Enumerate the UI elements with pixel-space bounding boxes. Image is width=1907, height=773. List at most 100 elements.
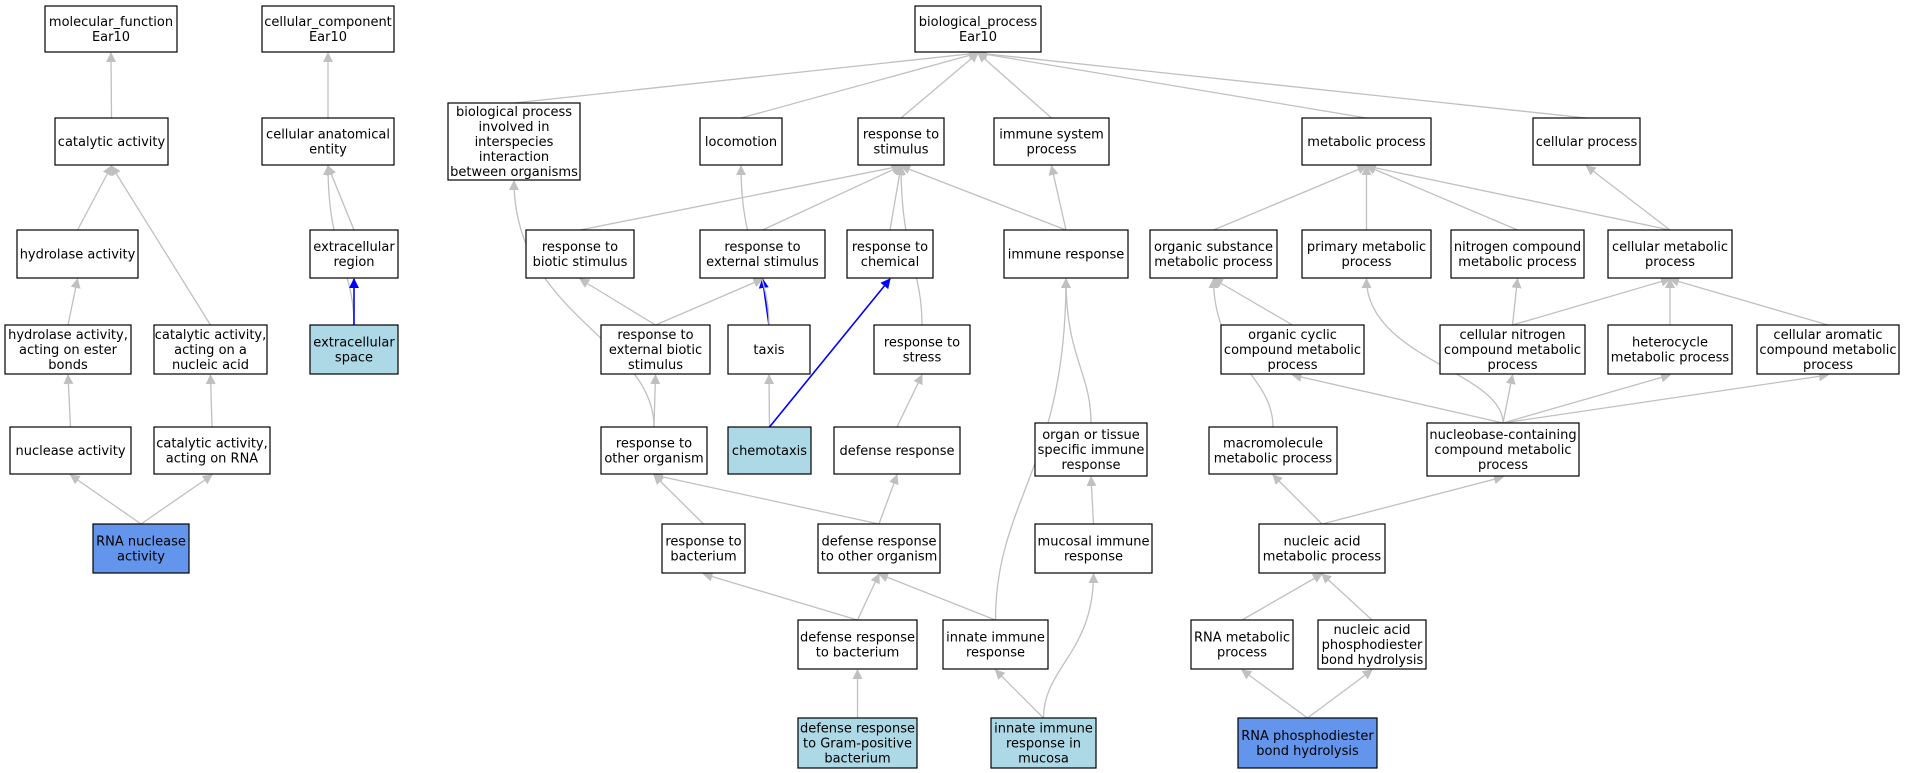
- node-box: [1426, 422, 1580, 477]
- node-catalytic[interactable]: catalytic activity: [54, 117, 169, 166]
- node-box: [914, 5, 1042, 53]
- node-box: [153, 324, 268, 375]
- node-label-line: response in: [1006, 737, 1081, 752]
- node-label-line: Ear10: [92, 30, 130, 45]
- node-label-line: nucleic acid: [1333, 623, 1410, 638]
- edge-defense_other_org-to-resp_other_org: [653, 472, 880, 525]
- node-label-line: molecular_function: [49, 15, 173, 30]
- node-label-line: metabolic process: [1214, 452, 1333, 467]
- node-label-line: cellular metabolic: [1612, 240, 1728, 255]
- node-box: [797, 717, 918, 769]
- node-label-line: response to: [724, 240, 800, 255]
- node-label-line: acting on a: [174, 343, 247, 358]
- node-label-line: metabolic process: [1458, 255, 1577, 270]
- node-box: [1237, 717, 1378, 769]
- node-box: [1258, 523, 1386, 574]
- node-label-line: process: [1645, 255, 1695, 270]
- node-taxis[interactable]: taxis: [727, 324, 811, 375]
- edge-cell_nitrogen-to-nitrogen_compound: [1511, 278, 1522, 326]
- node-label-line: bond hydrolysis: [1321, 653, 1424, 668]
- node-box: [699, 117, 783, 166]
- node-label-line: phosphodiester: [1322, 638, 1423, 653]
- node-nuclease[interactable]: nuclease activity: [9, 426, 132, 475]
- node-label-line: organ or tissue: [1042, 428, 1140, 443]
- node-label-line: stimulus: [628, 358, 683, 373]
- edge-defense_bacterium-to-defense_other_org: [856, 573, 880, 621]
- edge-resp_biotic-to-resp_stimulus: [579, 162, 902, 231]
- node-label-line: organic cyclic: [1248, 328, 1337, 343]
- edge-nucleic_acid_metab-to-macromolecule: [1272, 474, 1323, 525]
- node-hydrolase[interactable]: hydrolase activity: [16, 229, 139, 279]
- node-locomotion[interactable]: locomotion: [699, 117, 783, 166]
- node-label-line: biotic stimulus: [533, 255, 628, 270]
- node-label-line: hydrolase activity,: [8, 328, 128, 343]
- node-immune-response[interactable]: immune response: [1003, 229, 1129, 279]
- node-label-line: defense response: [800, 722, 915, 737]
- node-label-line: specific immune: [1038, 443, 1145, 458]
- node-label-line: immune response: [1008, 248, 1125, 263]
- node-cellular[interactable]: cellular process: [1532, 117, 1641, 166]
- node-box: [661, 523, 746, 574]
- node-label-line: compound metabolic: [1224, 343, 1361, 358]
- node-box: [1301, 229, 1432, 279]
- node-defense-response[interactable]: defense response: [833, 426, 961, 475]
- node-metabolic[interactable]: metabolic process: [1301, 117, 1432, 166]
- edge-rna_nuclease-to-cat_rna: [140, 474, 213, 525]
- node-chemotaxis[interactable]: chemotaxis: [727, 426, 812, 475]
- node-cat-rna[interactable]: catalytic activity,acting on RNA: [153, 426, 271, 475]
- node-label-line: chemical: [861, 255, 919, 270]
- edge-nucleobase-to-organic_cyclic: [1291, 372, 1504, 424]
- node-label-line: response to: [542, 240, 618, 255]
- node-label-line: response: [966, 646, 1025, 661]
- node-label-line: metabolic process: [1307, 135, 1426, 150]
- node-label-line: involved in: [478, 120, 549, 135]
- edge-resp_bacterium-to-resp_other_org: [653, 474, 704, 525]
- edge-rna_nuclease-to-nuclease: [69, 474, 142, 525]
- node-label-line: to Gram-positive: [803, 737, 912, 752]
- node-label-line: biological_process: [919, 15, 1038, 30]
- edge-cat_rna-to-cat_nucleic: [205, 374, 216, 428]
- node-box: [1450, 229, 1585, 279]
- node-label-line: stress: [903, 351, 942, 366]
